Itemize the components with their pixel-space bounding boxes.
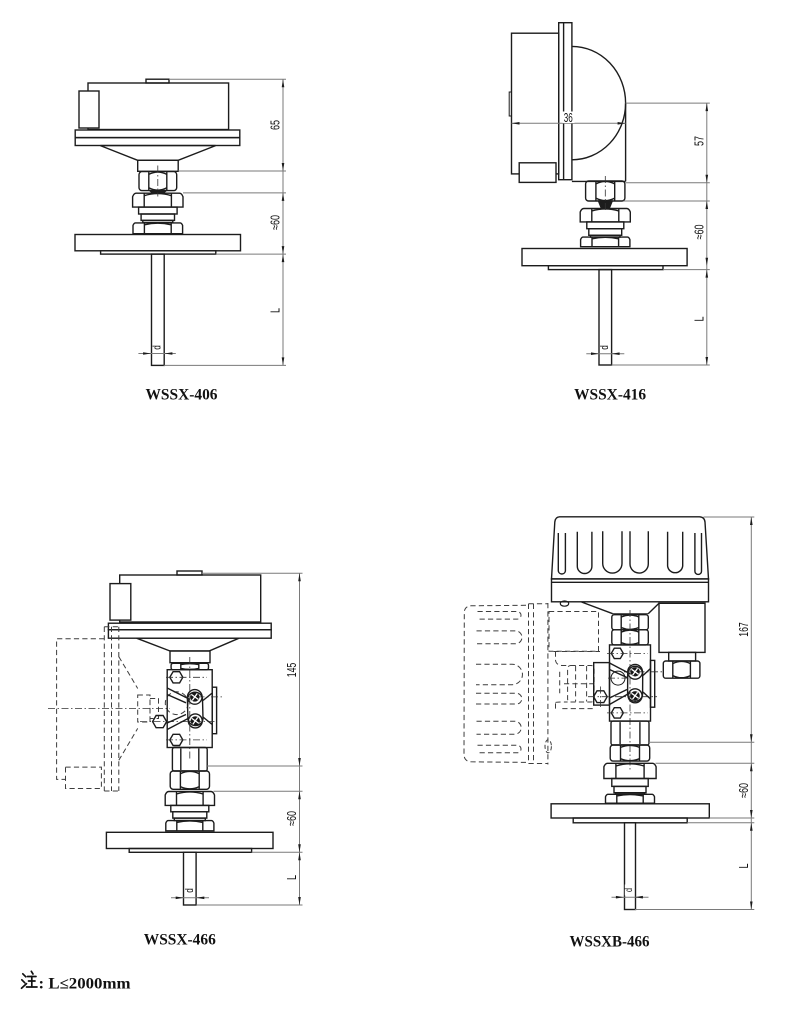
svg-text:57: 57 [692, 136, 706, 146]
svg-text:L: L [285, 875, 299, 880]
svg-text:WSSXB-466: WSSXB-466 [570, 934, 650, 951]
svg-text:WSSX-416: WSSX-416 [574, 386, 646, 403]
svg-text:≈60: ≈60 [269, 215, 283, 230]
svg-text:167: 167 [737, 622, 751, 637]
svg-text:WSSX-406: WSSX-406 [146, 386, 218, 403]
svg-text:≈60: ≈60 [692, 224, 706, 239]
svg-text:L: L [269, 308, 283, 313]
svg-text:≈60: ≈60 [285, 811, 299, 826]
svg-text:≈60: ≈60 [737, 783, 751, 798]
svg-text:: L≤2000mm: : L≤2000mm [39, 976, 131, 993]
svg-text:d: d [624, 888, 635, 892]
svg-text:145: 145 [285, 663, 299, 678]
svg-text:d: d [184, 888, 196, 893]
svg-text:36: 36 [564, 111, 573, 125]
svg-text:65: 65 [269, 120, 283, 130]
svg-text:d: d [151, 345, 163, 350]
svg-text:L: L [692, 316, 706, 321]
svg-text:L: L [737, 863, 751, 868]
svg-text:d: d [599, 345, 611, 350]
svg-text:WSSX-466: WSSX-466 [144, 932, 216, 949]
